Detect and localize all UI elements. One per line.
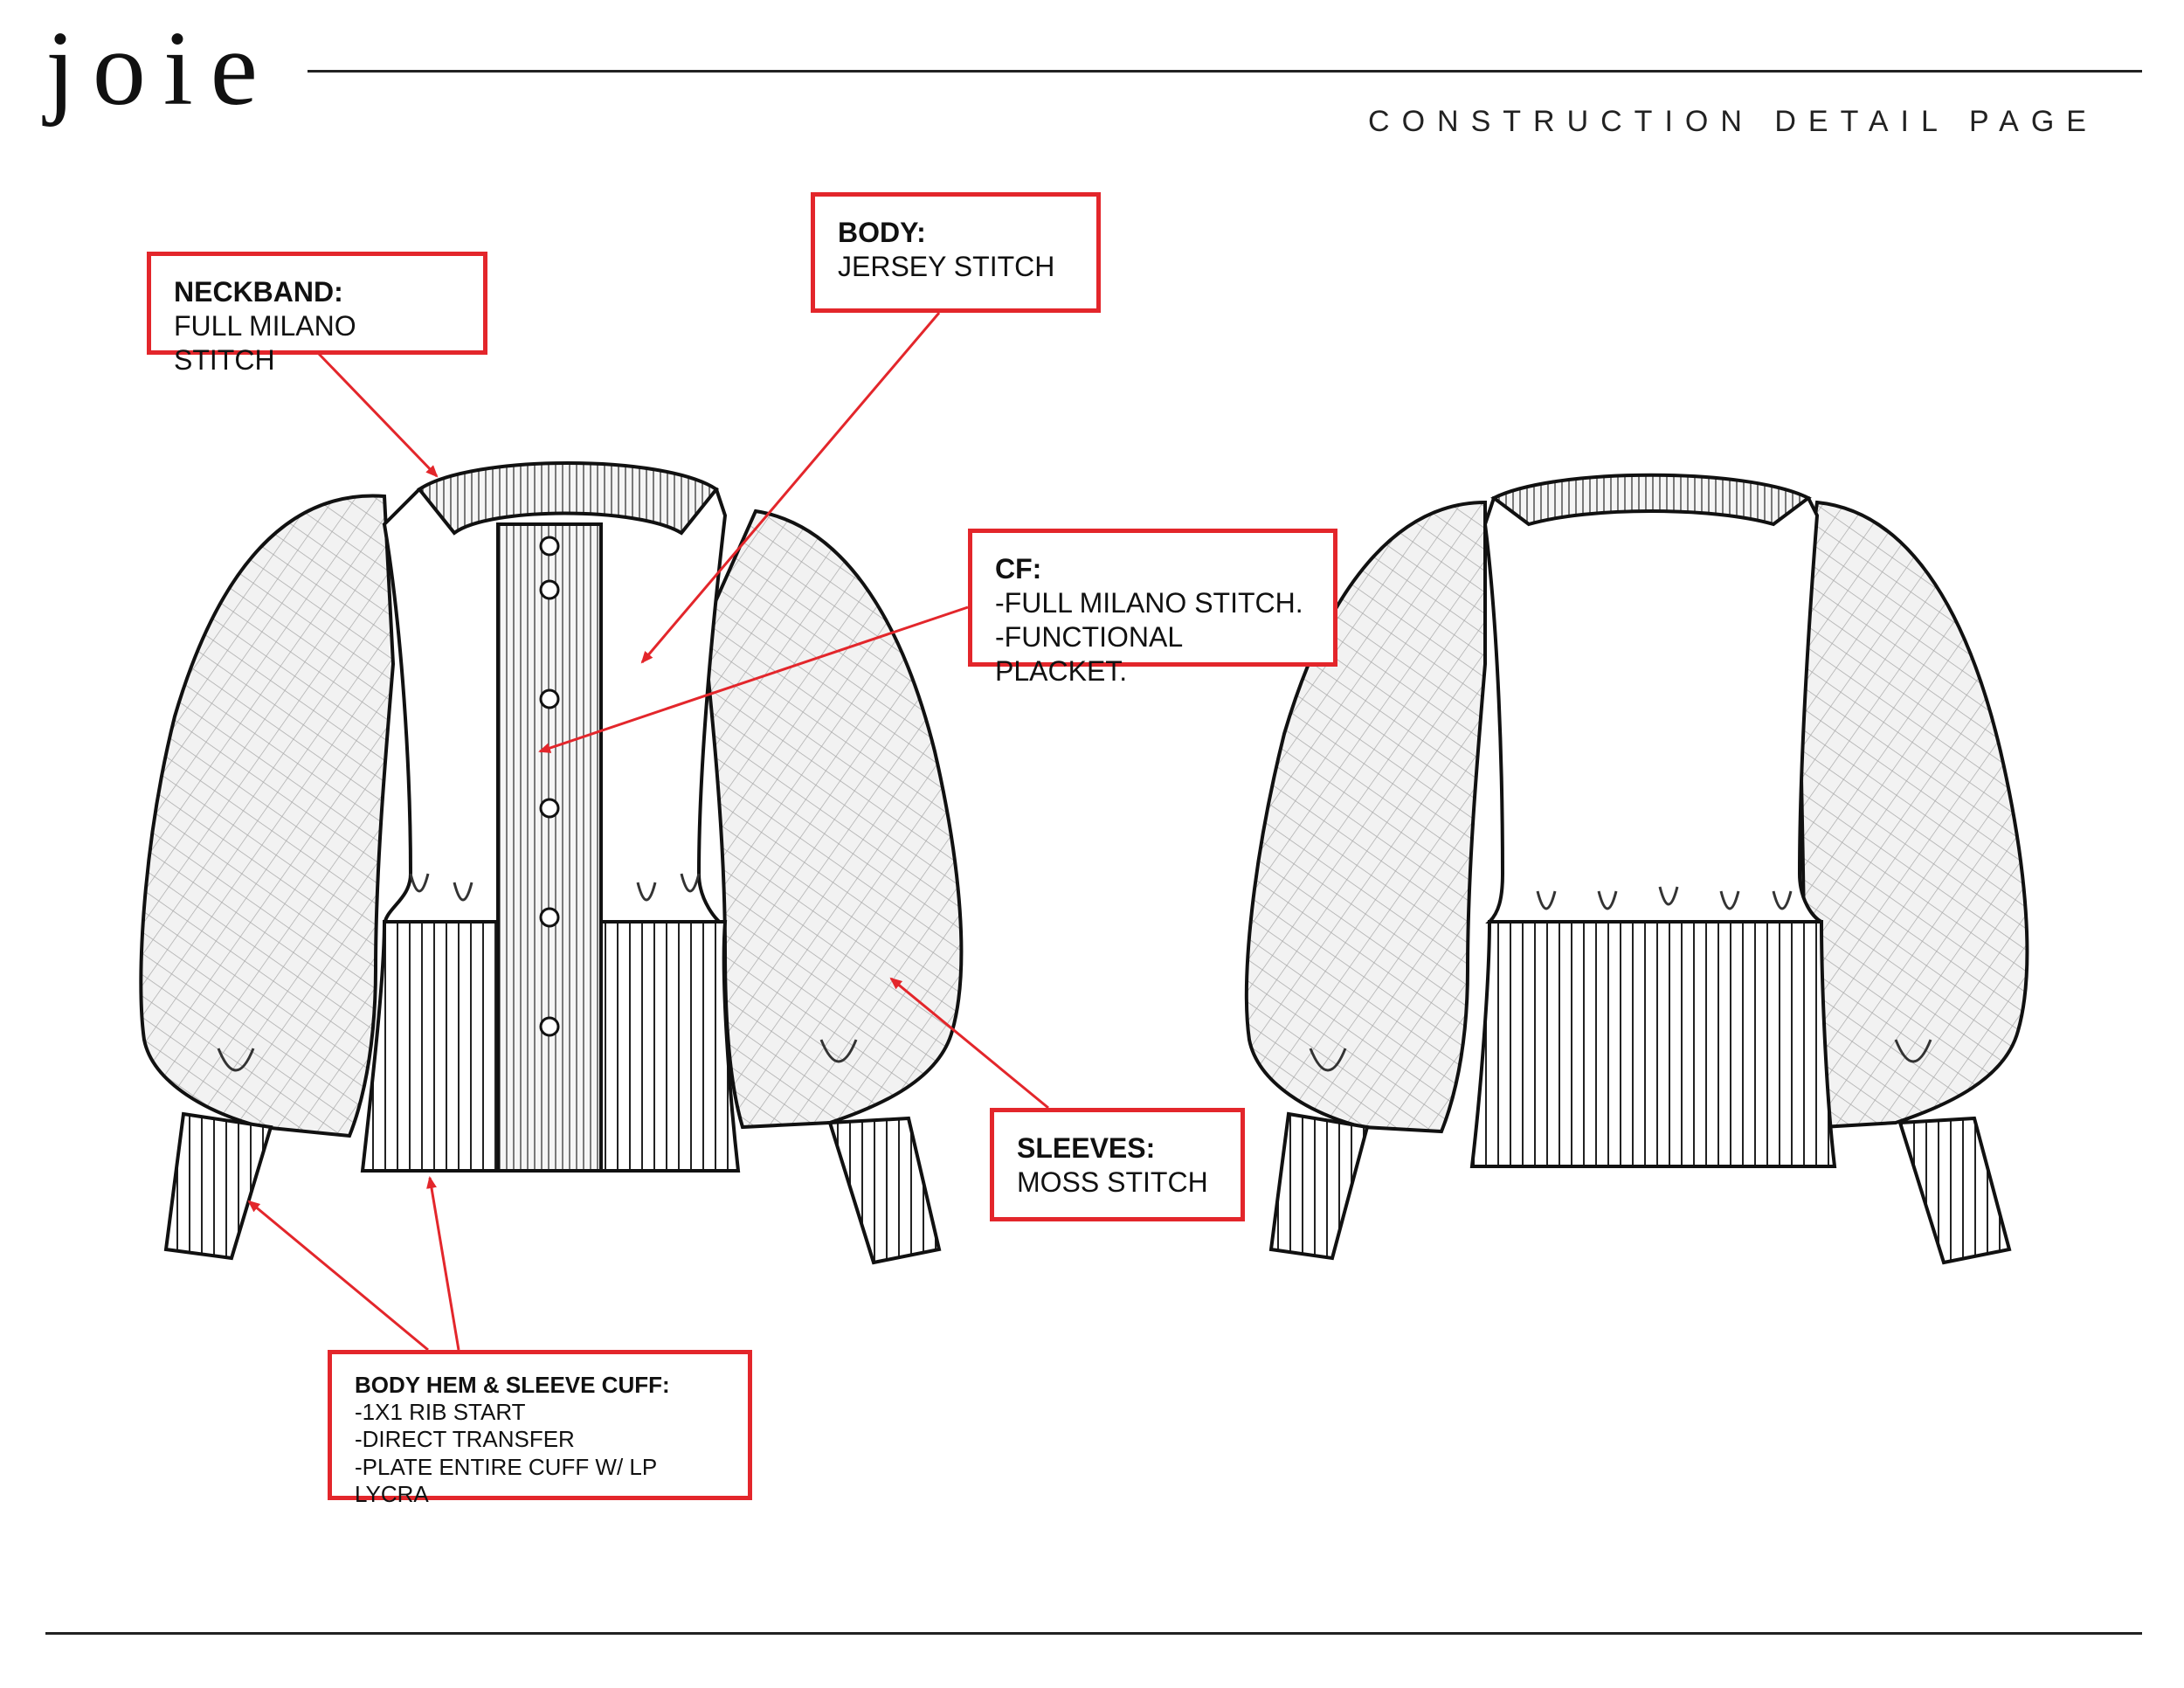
callout-line: -FULL MILANO STITCH. (995, 587, 1303, 619)
button-icon (539, 536, 560, 557)
button-icon (539, 1016, 560, 1037)
back-left-cuff (1268, 1111, 1370, 1261)
callout-title: BODY HEM & SLEEVE CUFF: (355, 1372, 670, 1398)
callout-line: FULL MILANO STITCH (174, 310, 356, 377)
cuff-arrow (247, 1200, 429, 1352)
callout-title: SLEEVES: (1017, 1132, 1156, 1164)
header-divider (308, 70, 2142, 73)
back-hem-rib (1469, 920, 1837, 1168)
callout-neckband: NECKBAND: FULL MILANO STITCH (147, 252, 487, 376)
back-right-sleeve (1797, 500, 2029, 1130)
back-body-gathers (1309, 886, 1932, 1072)
body-arrow (640, 312, 941, 664)
page-title: CONSTRUCTION DETAIL PAGE (1368, 105, 2098, 138)
front-left-sleeve (139, 494, 396, 1138)
callout-hem-cuff: BODY HEM & SLEEVE CUFF: -1X1 RIB START -… (328, 1350, 752, 1507)
callout-line: -1X1 RIB START (355, 1399, 526, 1426)
button-icon (539, 688, 560, 709)
front-placket (496, 522, 603, 1173)
callout-sleeves: SLEEVES: MOSS STITCH (990, 1108, 1245, 1221)
front-view (139, 461, 964, 1265)
front-neckband (417, 461, 719, 536)
front-right-sleeve (701, 508, 964, 1130)
front-right-cuff (827, 1116, 942, 1265)
callout-title: NECKBAND: (174, 276, 343, 308)
neckband-arrow (317, 352, 439, 478)
hem-arrow (426, 1176, 460, 1351)
front-left-cuff (163, 1111, 273, 1261)
button-icon (539, 579, 560, 600)
callout-leaders (247, 312, 1049, 1352)
callout-cf: CF: -FULL MILANO STITCH. -FUNCTIONAL PLA… (968, 529, 1337, 687)
button-icon (539, 907, 560, 928)
callout-title: CF: (995, 553, 1042, 585)
callout-line: JERSEY STITCH (838, 251, 1055, 283)
front-body-gathers (217, 873, 858, 1072)
callout-title: BODY: (838, 217, 926, 248)
placket-buttons (539, 536, 560, 1037)
back-neckband (1490, 473, 1812, 527)
back-view (1244, 473, 2029, 1265)
brand-logo: joie (45, 10, 275, 128)
cf-arrow (538, 605, 969, 753)
back-right-cuff (1897, 1116, 2012, 1265)
callout-line: -FUNCTIONAL PLACKET. (995, 621, 1182, 688)
callout-body: BODY: JERSEY STITCH (811, 192, 1101, 313)
callout-line: MOSS STITCH (1017, 1166, 1208, 1199)
back-body (1482, 496, 1823, 924)
button-icon (539, 798, 560, 819)
sleeves-arrow (889, 977, 1049, 1110)
callout-line: -PLATE ENTIRE CUFF W/ LP LYCRA (355, 1453, 657, 1507)
callout-line: -DIRECT TRANSFER (355, 1426, 575, 1453)
footer-divider (45, 1632, 2142, 1635)
